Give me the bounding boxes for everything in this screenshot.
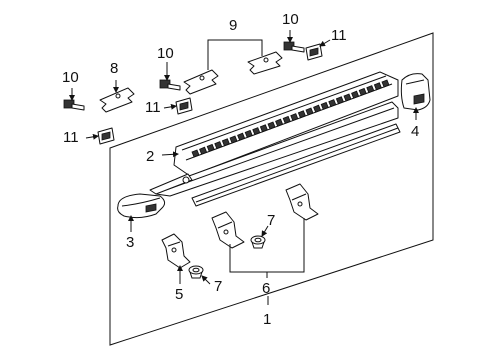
- tread-slot: [259, 124, 268, 133]
- tread-slot: [237, 132, 246, 141]
- callout-7b: 7: [214, 278, 222, 295]
- clip-8: [99, 87, 135, 113]
- callout-1: 1: [263, 311, 271, 328]
- tread-slot: [267, 121, 276, 130]
- clip-9-left: [183, 69, 219, 95]
- callout-7a: 7: [267, 212, 275, 229]
- tread-slot: [290, 113, 299, 122]
- tread-slot: [351, 90, 360, 99]
- tread-slot: [313, 104, 322, 113]
- bolt-10b: [159, 79, 181, 91]
- tread-slot: [343, 93, 352, 102]
- tread-slot: [206, 143, 215, 152]
- callout-10b: 10: [157, 45, 174, 62]
- callout-11b: 11: [145, 99, 161, 116]
- clip-nut-11c: [305, 43, 323, 61]
- callout-4: 4: [411, 123, 419, 140]
- leader-lines: [69, 30, 419, 305]
- callout-3: 3: [126, 234, 134, 251]
- bolt-10c: [283, 41, 305, 53]
- tread-slot: [229, 135, 238, 144]
- grommet-7a: [250, 235, 266, 249]
- tread-slot: [328, 99, 337, 108]
- callout-10c: 10: [282, 11, 299, 28]
- tread-slot: [221, 138, 230, 147]
- callout-11a: 11: [63, 129, 79, 146]
- end-cap-rear: [400, 73, 431, 111]
- step-pad-lower: [149, 101, 399, 197]
- callout-5: 5: [175, 286, 183, 303]
- callout-10a: 10: [62, 69, 79, 86]
- tread-slot: [199, 146, 208, 155]
- tread-slot: [252, 127, 261, 136]
- clip-9-right: [247, 51, 283, 75]
- tread-slot: [335, 96, 344, 105]
- tread-slot: [282, 115, 291, 124]
- callout-6: 6: [262, 280, 270, 297]
- clip-nut-11b: [175, 97, 193, 115]
- callout-11c: 11: [331, 27, 347, 44]
- trim-strip: [191, 123, 401, 207]
- assembly-panel-outline: [109, 32, 434, 346]
- grommet-7b: [188, 265, 204, 279]
- tread-slot: [366, 85, 375, 94]
- tread-slot: [297, 110, 306, 119]
- bracket-6-right: [285, 183, 319, 221]
- tread-slot: [244, 129, 253, 138]
- tread-slot: [275, 118, 284, 127]
- bracket-5: [161, 233, 191, 269]
- tread-slot: [305, 107, 314, 116]
- tread-slot: [214, 141, 223, 150]
- clip-nut-11a: [97, 127, 115, 145]
- bolt-10a: [63, 99, 85, 111]
- bracket-6-left: [211, 211, 245, 249]
- callout-8: 8: [110, 60, 118, 77]
- tread-slot: [373, 82, 382, 91]
- running-board: [173, 71, 399, 177]
- tread-slot: [381, 79, 390, 88]
- end-cap-front: [117, 193, 166, 219]
- callout-2: 2: [146, 148, 154, 165]
- callout-9: 9: [229, 17, 237, 34]
- tread-slot: [358, 87, 367, 96]
- tread-slot: [191, 149, 200, 158]
- tread-slot: [320, 101, 329, 110]
